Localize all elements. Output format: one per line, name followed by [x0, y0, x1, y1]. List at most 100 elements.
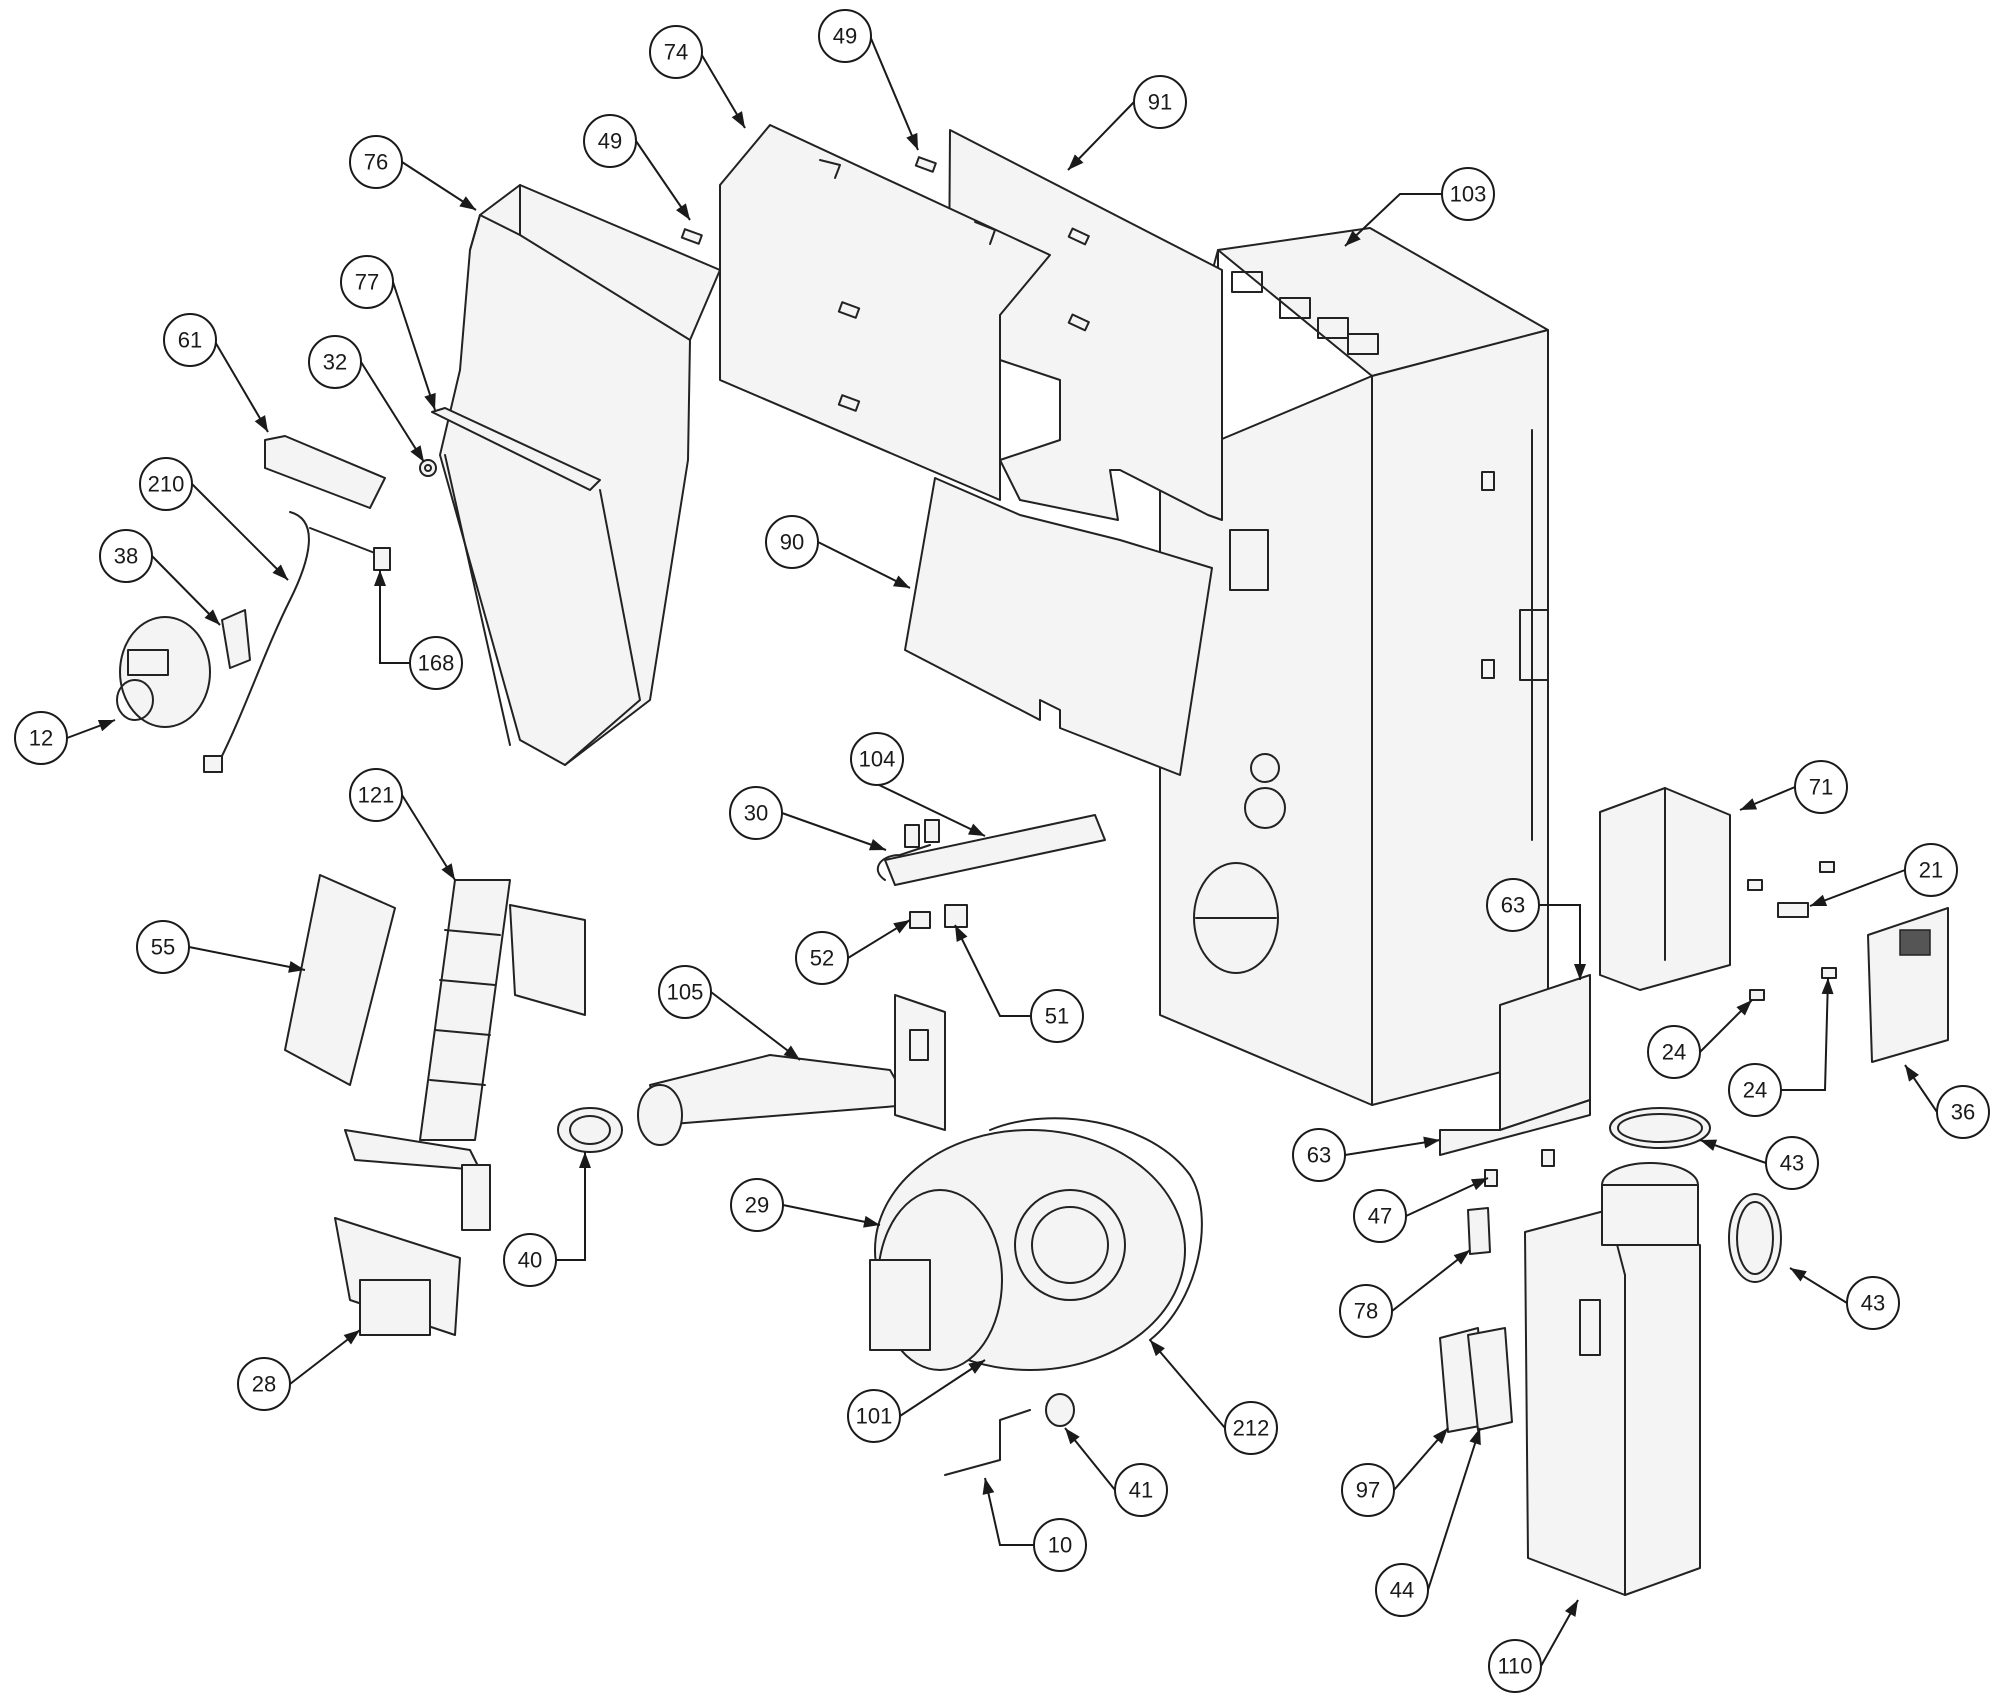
- callout-leader-line: [188, 946, 306, 971]
- callout-arrowhead: [982, 1478, 995, 1495]
- part-61-bracket: [264, 435, 386, 509]
- callout-10: 10: [982, 1477, 1087, 1572]
- callout-51: 51: [954, 924, 1084, 1043]
- callout-circle: [649, 25, 703, 79]
- callout-arrowhead: [410, 445, 424, 462]
- callout-label: 121: [358, 783, 395, 808]
- callout-circle: [1904, 843, 1958, 897]
- callout-74: 74: [649, 25, 746, 129]
- callout-arrowhead: [1432, 1428, 1448, 1445]
- callout-label: 41: [1129, 1478, 1153, 1503]
- callout-circle: [340, 255, 394, 309]
- callout-78: 78: [1339, 1249, 1471, 1338]
- part-168-connector: [373, 547, 391, 571]
- callout-arrowhead: [1810, 894, 1828, 906]
- part-110-box: [1524, 1162, 1701, 1596]
- callout-circle: [1341, 1463, 1395, 1517]
- callout-label: 103: [1450, 182, 1487, 207]
- part-44-gasket: [1467, 1327, 1513, 1431]
- callout-104: 104: [850, 732, 986, 837]
- callout-circle: [1765, 1136, 1819, 1190]
- callout-label: 76: [364, 150, 388, 175]
- callout-label: 49: [598, 129, 622, 154]
- callout-71: 71: [1739, 760, 1848, 814]
- callout-24: 24: [1728, 977, 1834, 1117]
- callout-label: 63: [1307, 1143, 1331, 1168]
- callout-label: 51: [1045, 1004, 1069, 1029]
- callout-circle: [136, 920, 190, 974]
- callout-arrowhead: [893, 920, 910, 934]
- callout-circle: [847, 1389, 901, 1443]
- callout-label: 97: [1356, 1478, 1380, 1503]
- callout-label: 168: [418, 651, 455, 676]
- callout-label: 52: [810, 946, 834, 971]
- callout-arrowhead: [906, 132, 918, 150]
- callout-leader-line: [869, 35, 919, 151]
- callout-label: 49: [833, 24, 857, 49]
- callout-label: 78: [1354, 1299, 1378, 1324]
- callout-circle: [409, 636, 463, 690]
- part-24-fasteners: [1747, 861, 1837, 1001]
- callout-101: 101: [847, 1359, 986, 1443]
- part-55-shield: [284, 874, 396, 1086]
- callout-24: 24: [1647, 999, 1753, 1079]
- callout-arrowhead: [254, 415, 268, 432]
- callout-arrowhead: [579, 1152, 591, 1168]
- callout-label: 212: [1233, 1416, 1270, 1441]
- callout-circle: [163, 313, 217, 367]
- callout-circle: [583, 114, 637, 168]
- part-74-panel: [719, 124, 1051, 501]
- callout-circle: [658, 965, 712, 1019]
- callout-arrowhead: [968, 1360, 985, 1374]
- callout-arrowhead: [783, 1045, 800, 1060]
- callout-leader-line: [379, 570, 410, 664]
- callout-arrowhead: [1700, 1139, 1718, 1151]
- callout-circle: [349, 768, 403, 822]
- callout-circle: [308, 335, 362, 389]
- callout-97: 97: [1341, 1427, 1449, 1517]
- callout-leader-line: [401, 794, 456, 881]
- callout-arrowhead: [955, 925, 968, 943]
- callout-leader-line: [984, 1477, 1034, 1546]
- callout-61: 61: [163, 313, 269, 433]
- callout-leader-line: [899, 1359, 986, 1417]
- callout-43: 43: [1699, 1136, 1819, 1190]
- callout-arrowhead: [1821, 978, 1834, 995]
- callout-arrowhead: [441, 863, 455, 880]
- callout-label: 28: [252, 1372, 276, 1397]
- callout-circle: [349, 135, 403, 189]
- callout-arrowhead: [343, 1330, 360, 1345]
- part-105-flue-pipe: [637, 994, 946, 1146]
- callout-leader-line: [710, 991, 801, 1061]
- callout-circle: [139, 457, 193, 511]
- callout-label: 210: [148, 472, 185, 497]
- callout-label: 24: [1662, 1040, 1686, 1065]
- callout-circle: [1486, 878, 1540, 932]
- part-52-part: [909, 911, 931, 929]
- callout-leader-line: [1391, 1249, 1471, 1312]
- callout-label: 36: [1951, 1100, 1975, 1125]
- callout-label: 43: [1780, 1151, 1804, 1176]
- callout-arrowhead: [288, 961, 305, 973]
- callout-circle: [99, 529, 153, 583]
- part-28-gas-valve: [334, 1217, 461, 1336]
- callout-arrowhead: [1574, 964, 1586, 980]
- callout-label: 10: [1048, 1533, 1072, 1558]
- callout-circle: [1728, 1063, 1782, 1117]
- callout-circle: [1647, 1025, 1701, 1079]
- callout-label: 104: [859, 747, 896, 772]
- part-103-cabinet: [1159, 227, 1549, 1106]
- callout-arrowhead: [424, 392, 436, 410]
- callout-32: 32: [308, 335, 425, 463]
- part-63-bracket: [1439, 974, 1591, 1156]
- callout-arrowhead: [967, 823, 985, 836]
- callout-circle: [1441, 167, 1495, 221]
- callout-leader-line: [1149, 1339, 1226, 1429]
- callout-circle: [1488, 1639, 1542, 1693]
- callout-circle: [795, 931, 849, 985]
- part-49-pins: [680, 156, 937, 245]
- callout-circle: [729, 786, 783, 840]
- callout-91: 91: [1067, 75, 1187, 171]
- callout-arrowhead: [863, 1215, 880, 1228]
- callout-label: 43: [1861, 1291, 1885, 1316]
